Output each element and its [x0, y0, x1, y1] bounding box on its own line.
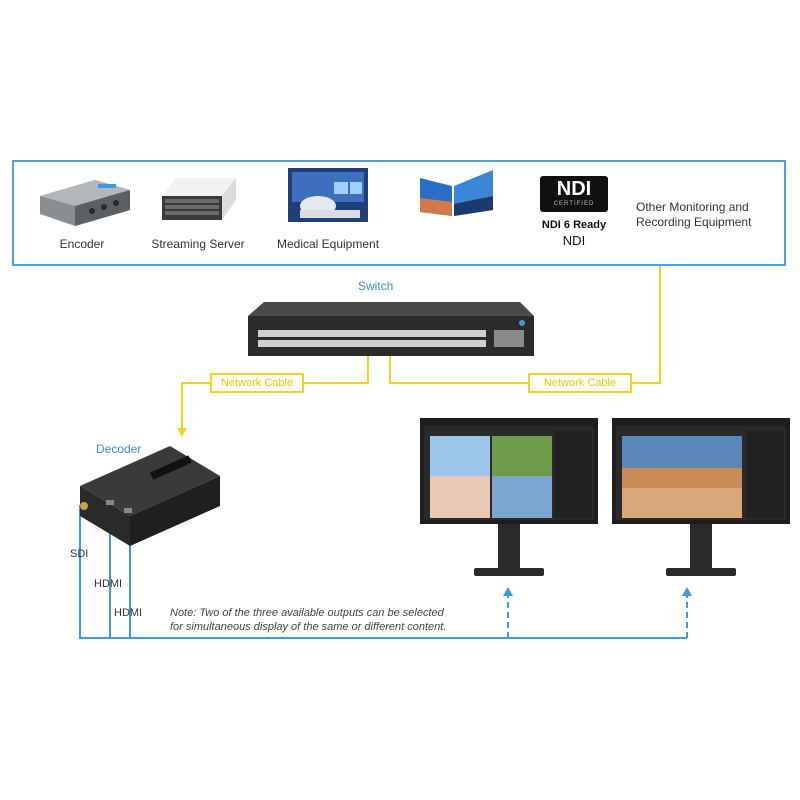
switch-label: Switch [358, 279, 394, 293]
network-cable-label-left: Network Cable [210, 373, 304, 393]
other-monitoring-line2: Recording Equipment [636, 215, 752, 229]
hdmi-label-2: HDMI [114, 607, 143, 619]
note-line1: Note: Two of the three available outputs… [170, 607, 444, 619]
cable-arrow-icon [177, 428, 187, 437]
ndi-ready-label: NDI 6 Ready [541, 219, 607, 231]
monitor1-arrow-icon [503, 587, 513, 596]
other-monitoring-label: Other Monitoring and Recording Equipment [636, 200, 760, 230]
hdmi-label-1: HDMI [94, 578, 123, 590]
sdi-line [79, 505, 687, 639]
other-monitoring-line1: Other Monitoring and [636, 200, 749, 214]
ndi-logo-subtext: CERTIFIED [553, 201, 595, 207]
ndi-label: NDI [562, 233, 586, 248]
source-devices-panel [12, 160, 786, 266]
encoder-label: Encoder [59, 237, 105, 251]
note-line2: for simultaneous display of the same or … [170, 621, 447, 633]
sdi-label: SDI [70, 548, 89, 560]
output-note: Note: Two of the three available outputs… [170, 606, 490, 634]
streaming-server-label: Streaming Server [151, 237, 245, 251]
ndi-logo-text: NDI [556, 178, 592, 200]
medical-equipment-label: Medical Equipment [276, 237, 380, 251]
network-cable-label-right: Network Cable [528, 373, 632, 393]
cable-line-left-decoder [181, 382, 210, 430]
decoder-label: Decoder [96, 442, 142, 456]
cable-line-left-switch [304, 345, 369, 384]
cable-line-right-top [632, 266, 661, 384]
cable-line-right-switch [389, 345, 528, 384]
monitor2-arrow-icon [682, 587, 692, 596]
